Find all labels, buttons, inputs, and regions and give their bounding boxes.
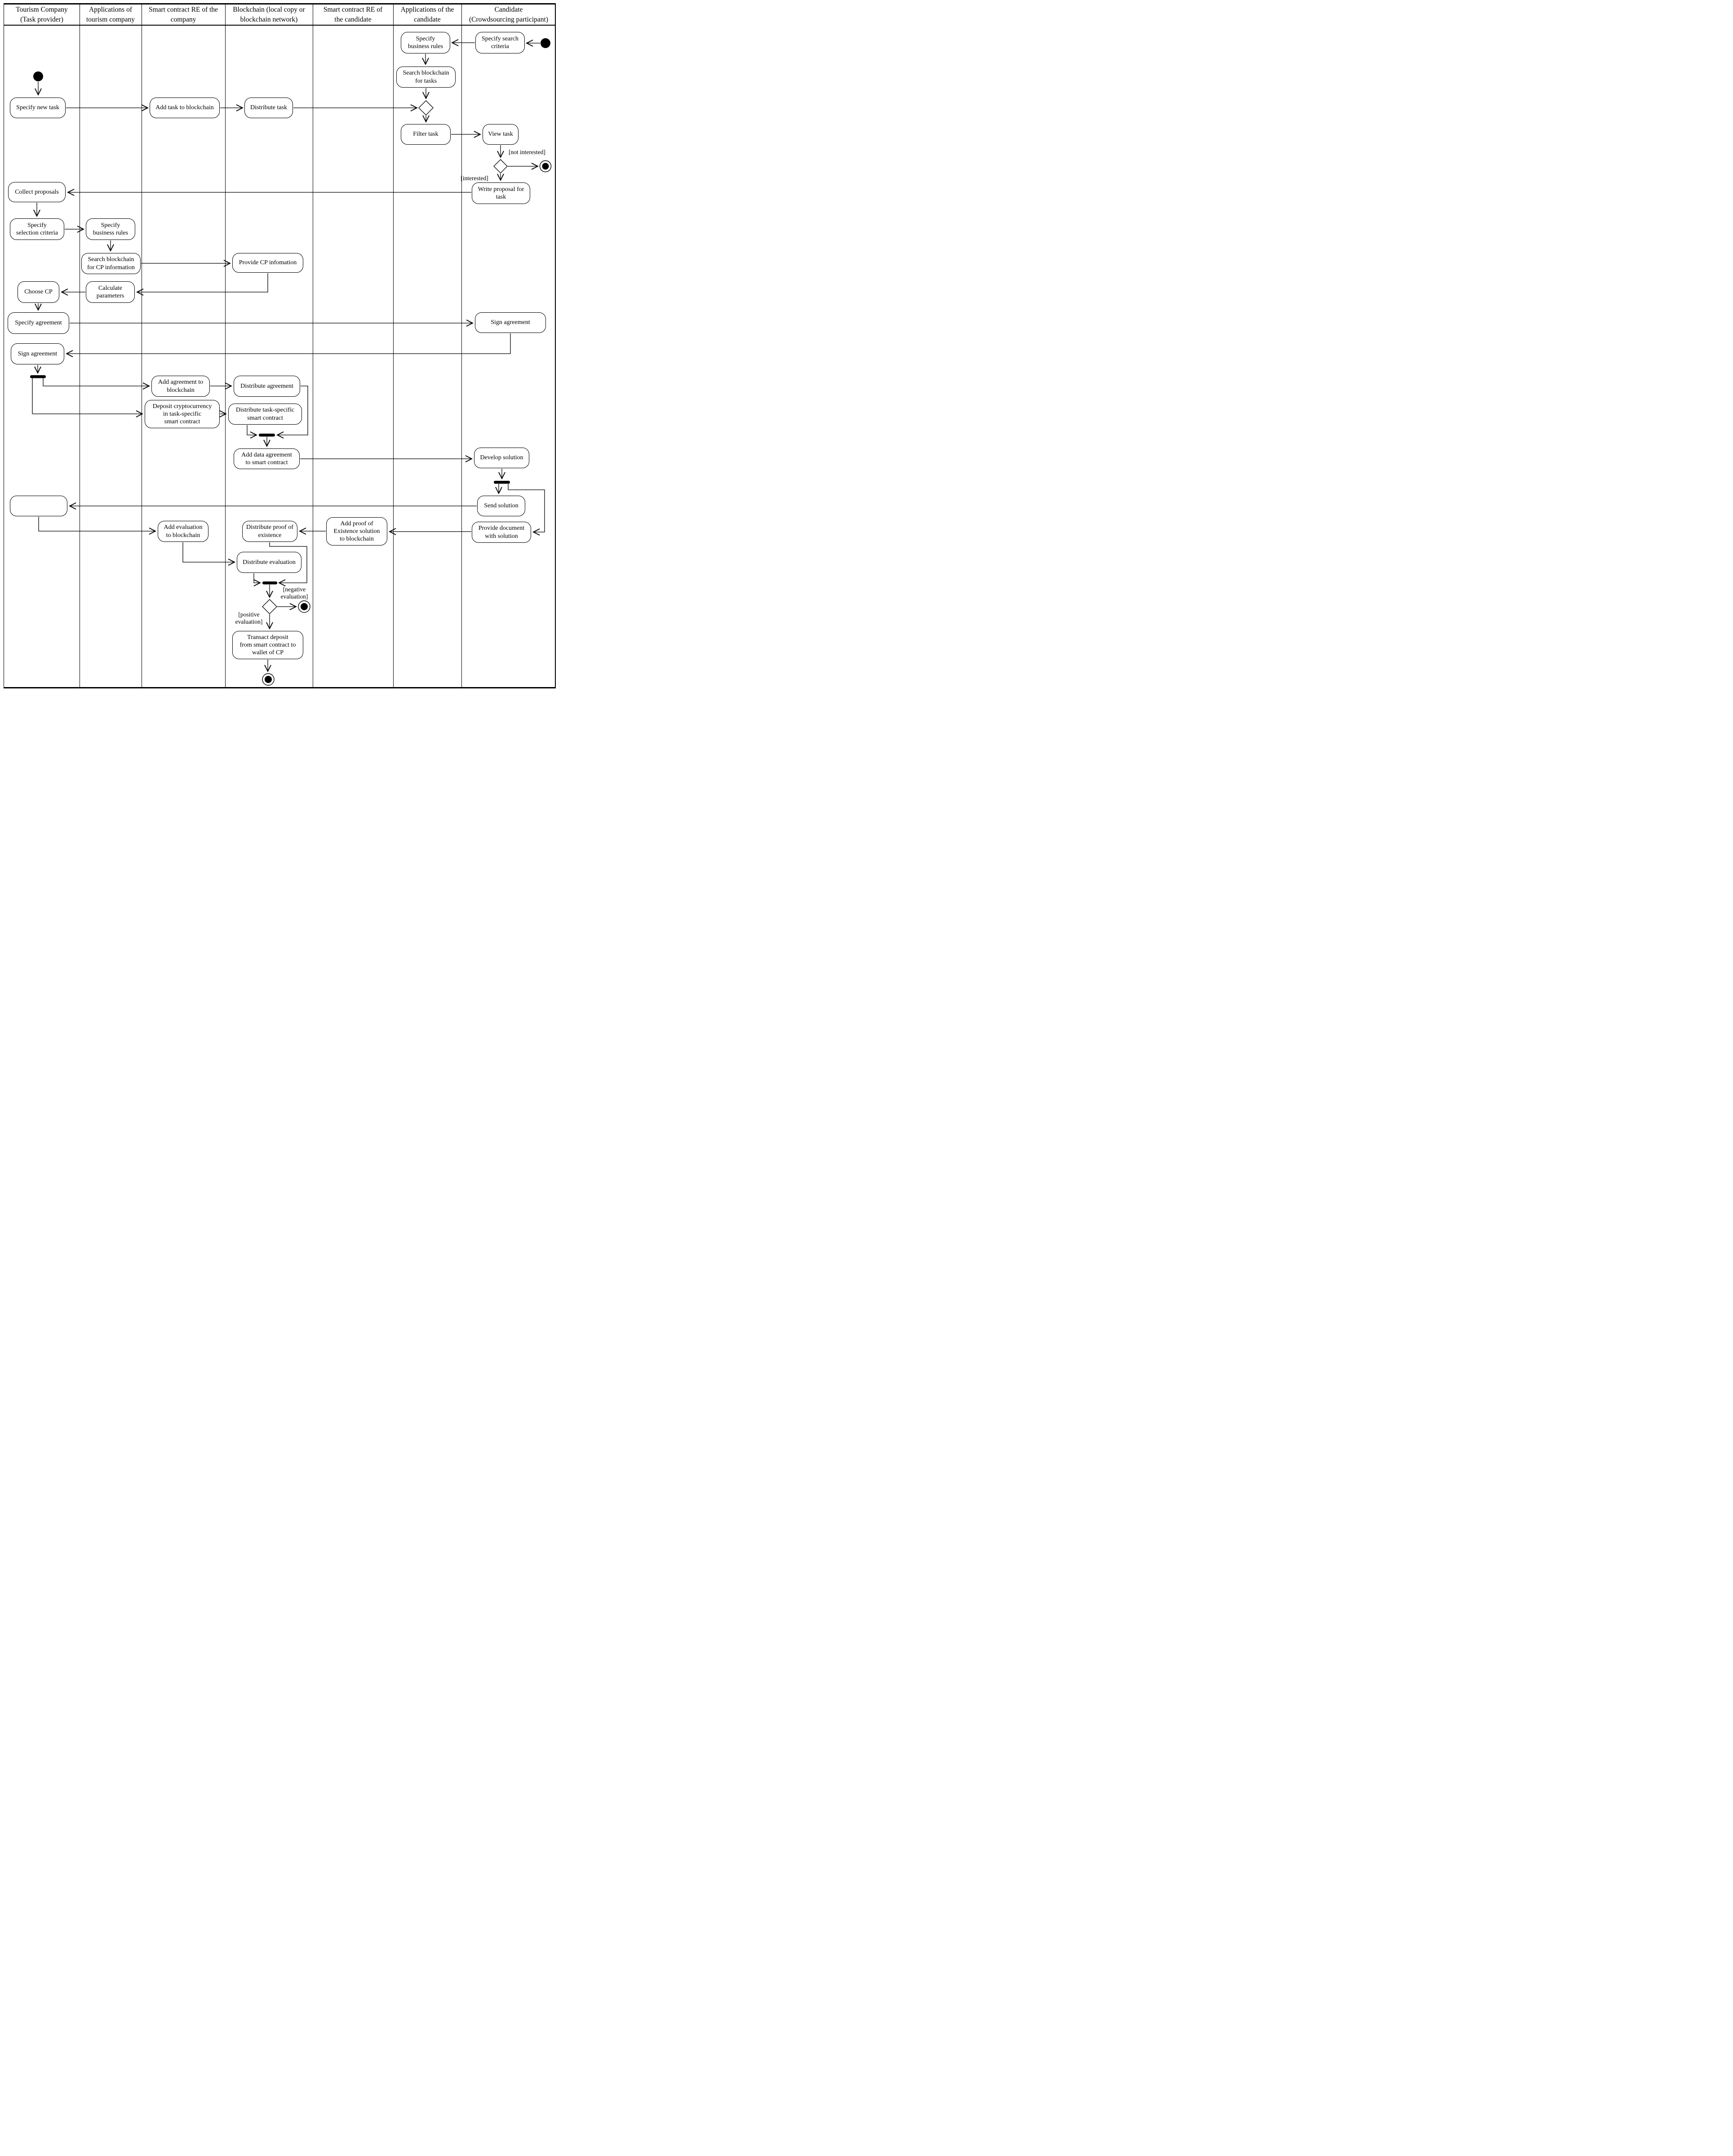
activity-add-data-agreement-to-smart-contract: Add data agreement to smart contract: [234, 448, 300, 469]
lane-divider-5: [393, 3, 394, 688]
guard-not-interested: [not interested]: [508, 149, 546, 155]
activity-deposit-cryptocurrency: Deposit cryptocurrency in task-specific …: [145, 400, 220, 428]
lane-header-line: Smart contract RE of: [323, 6, 383, 13]
lane-header-line: the candidate: [334, 16, 372, 24]
activity-transact-deposit: Transact deposit from smart contract to …: [232, 631, 303, 659]
activity-distribute-evaluation: Distribute evaluation: [237, 552, 301, 573]
activity-calculate-parameters: Calculate parameters: [86, 281, 135, 303]
activity-distribute-agreement: Distribute agreement: [234, 376, 300, 397]
lane-header-line: Smart contract RE of the: [148, 6, 218, 13]
activity-develop-solution: Develop solution: [474, 448, 529, 468]
activity-specify-business-rules-company: Specify business rules: [86, 218, 135, 240]
activity-specify-selection-criteria: Specify selection criteria: [10, 218, 64, 240]
guard-interested: [interested]: [461, 175, 488, 182]
activity-collect-proposals: Collect proposals: [8, 182, 66, 202]
activity-add-agreement-to-blockchain: Add agreement to blockchain: [151, 376, 210, 397]
activity-provide-document-with-solution: Provide document with solution: [472, 522, 531, 543]
activity-diagram: Tourism Company (Task provider) Applicat…: [0, 0, 557, 693]
activity-view-task: View task: [483, 124, 519, 145]
lane-header-blockchain: Blockchain (local copy or blockchain net…: [225, 5, 313, 25]
lane-header-line: blockchain network): [240, 16, 298, 24]
activity-add-evaluation-to-blockchain: Add evaluation to blockchain: [158, 521, 208, 542]
lane-header-line: (Task provider): [20, 16, 63, 24]
lane-header-tourism-company: Tourism Company (Task provider): [4, 5, 80, 25]
activity-add-task-to-blockchain: Add task to blockchain: [150, 98, 220, 118]
activity-write-proposal-for-task: Write proposal for task: [472, 182, 530, 204]
activity-sign-agreement-company: Sign agreement: [11, 343, 64, 364]
lane-divider-6: [461, 3, 462, 688]
lane-divider-3: [225, 3, 226, 688]
lane-header-apps-candidate: Applications of the candidate: [393, 5, 461, 25]
activity-distribute-proof-of-existence: Distribute proof of existence: [242, 521, 297, 542]
diagram-border: [4, 3, 556, 688]
activity-choose-cp: Choose CP: [18, 281, 59, 303]
activity-specify-new-task: Specify new task: [10, 98, 66, 118]
activity-evaluate-solution: [10, 496, 67, 516]
lane-header-smart-contract-candidate: Smart contract RE of the candidate: [313, 5, 393, 25]
lane-header-apps-tourism-company: Applications of tourism company: [80, 5, 142, 25]
activity-filter-task: Filter task: [401, 124, 451, 145]
guard-positive-evaluation: [positive evaluation]: [235, 611, 263, 625]
activity-provide-cp-infomation: Provide CP infomation: [232, 253, 303, 273]
guard-negative-evaluation: [negative evaluation]: [280, 586, 308, 600]
lane-header-line: tourism company: [86, 16, 135, 24]
activity-search-blockchain-for-tasks: Search blockchain for tasks: [396, 67, 456, 88]
activity-distribute-task-specific-smart-contract: Distribute task-specific smart contract: [228, 404, 302, 425]
activity-send-solution: Send solution: [477, 496, 525, 516]
lane-header-candidate: Candidate (Crowdsourcing participant): [461, 5, 556, 25]
lane-header-line: Tourism Company: [16, 6, 68, 13]
activity-sign-agreement-candidate: Sign agreement: [475, 312, 546, 333]
lane-header-line: Applications of: [89, 6, 132, 13]
activity-specify-search-criteria: Specify search criteria: [475, 32, 525, 53]
activity-add-proof-of-existence: Add proof of Existence solution to block…: [326, 517, 387, 546]
lane-header-line: candidate: [414, 16, 441, 24]
activity-specify-business-rules-candidate: Specify business rules: [401, 32, 450, 53]
lane-header-line: Applications of the: [400, 6, 454, 13]
lane-header-line: Blockchain (local copy or: [233, 6, 305, 13]
lane-header-line: company: [170, 16, 196, 24]
activity-distribute-task: Distribute task: [244, 98, 293, 118]
activity-search-blockchain-for-cp-information: Search blockchain for CP information: [81, 253, 141, 274]
activity-specify-agreement: Specify agreement: [8, 312, 69, 334]
lane-header-line: Candidate: [494, 6, 523, 13]
lane-header-line: (Crowdsourcing participant): [469, 16, 549, 24]
lane-header-underline: [4, 25, 556, 26]
lane-header-smart-contract-company: Smart contract RE of the company: [142, 5, 225, 25]
